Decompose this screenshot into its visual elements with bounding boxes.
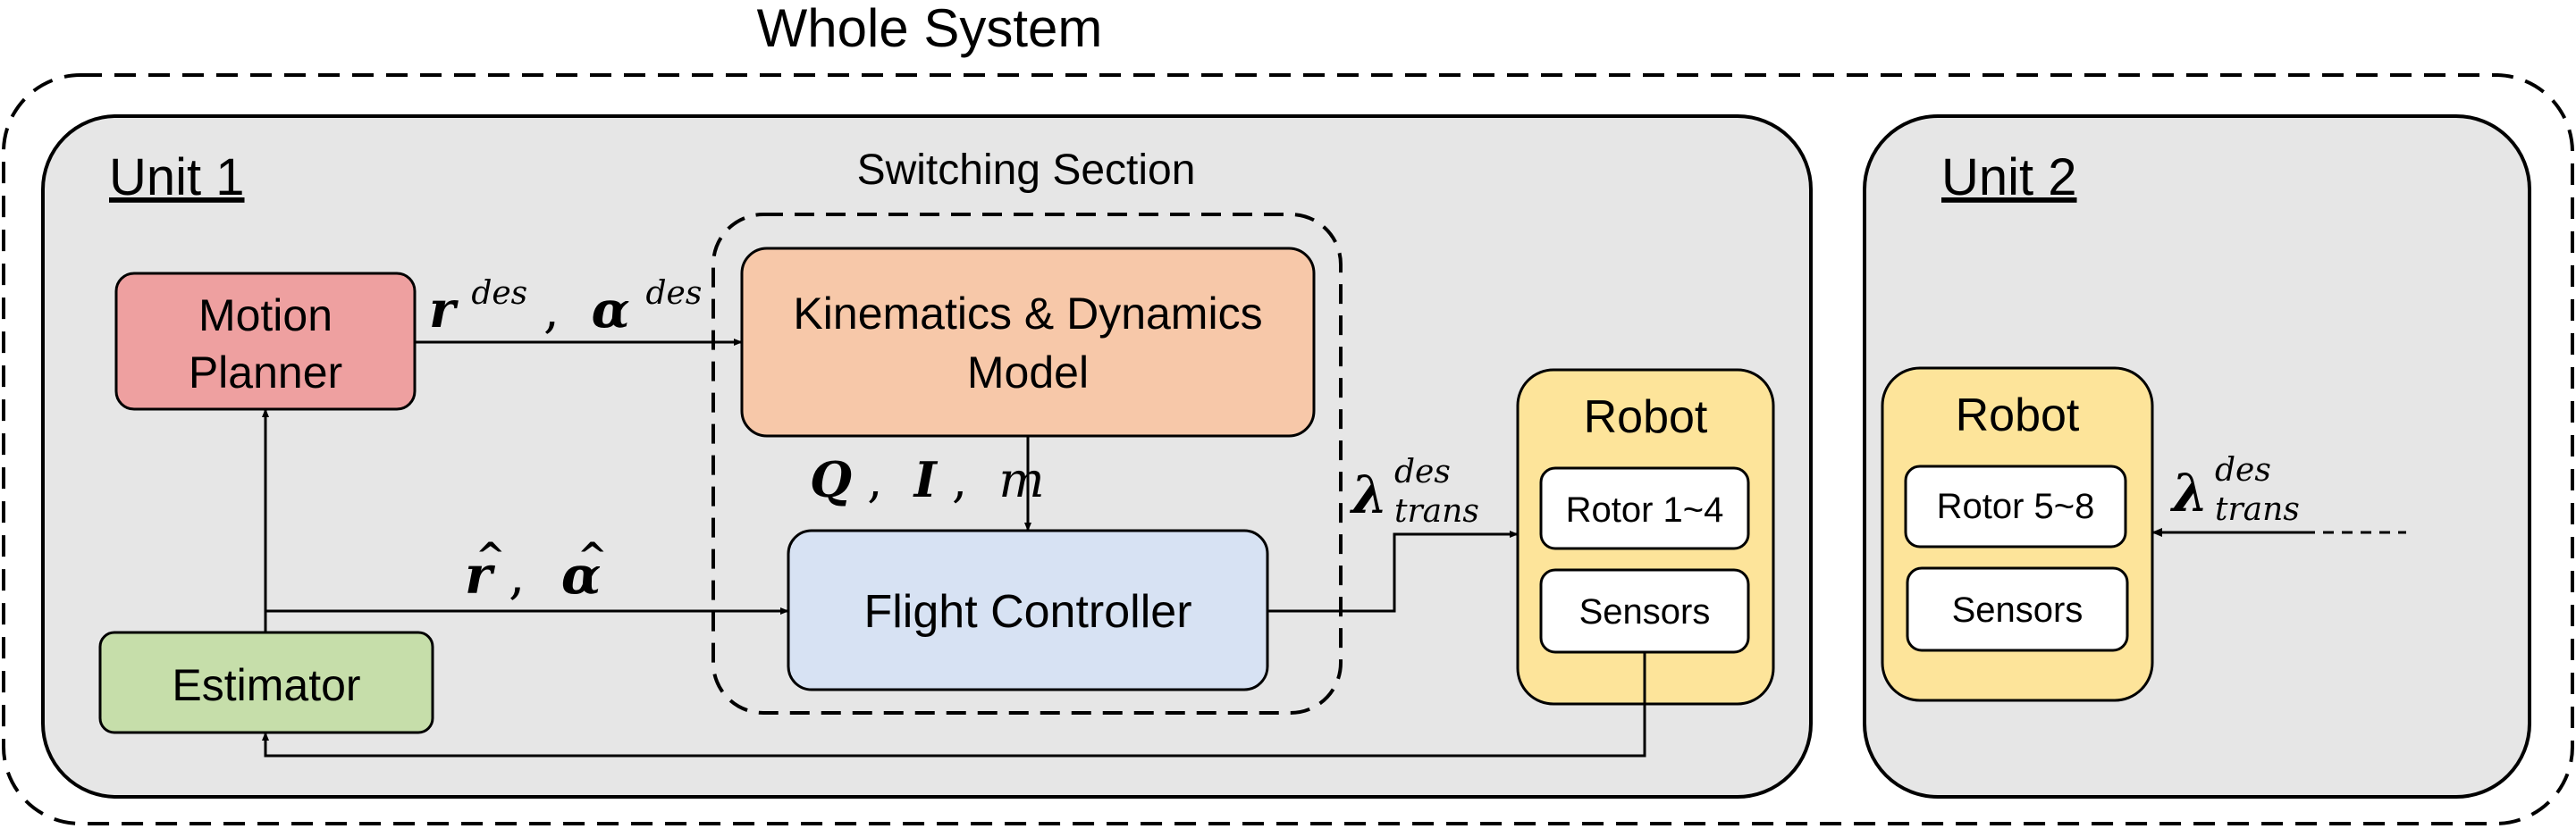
kinematics-dynamics-label-line1: Kinematics & Dynamics xyxy=(793,289,1262,339)
kinematics-dynamics-label-line2: Model xyxy=(967,348,1089,398)
signal-alpha-hat: α xyxy=(561,545,602,606)
motion-planner-label-line1: Motion xyxy=(198,290,333,340)
motion-planner-label-line2: Planner xyxy=(189,348,342,398)
unit1-sensors-label: Sensors xyxy=(1579,592,1711,632)
signal-r-des-sup: des xyxy=(471,275,527,312)
signal-r-des: r xyxy=(429,281,459,339)
unit2-rotor-label: Rotor 5~8 xyxy=(1937,487,2095,526)
signal-lambda-unit1-sub: trans xyxy=(1394,493,1479,530)
arrow-sensors-to-estimator xyxy=(262,652,1646,758)
unit1-title: Unit 1 xyxy=(109,148,245,206)
signal-alpha-des: α xyxy=(592,281,630,339)
unit2-rotor-box xyxy=(1904,465,2127,548)
unit2-title: Unit 2 xyxy=(1941,148,2077,206)
whole-system-boundary xyxy=(2,73,2574,825)
signal-r-hat-accent: ^ xyxy=(476,535,506,577)
unit2-sensors-label: Sensors xyxy=(1952,590,2084,630)
unit2-robot-title: Robot xyxy=(1956,389,2080,441)
signal-I: I xyxy=(913,451,939,508)
unit1-panel xyxy=(41,114,1813,799)
signal-alpha-des-sup: des xyxy=(646,275,703,312)
arrow-controller-to-robot xyxy=(1267,531,1519,613)
signal-lambda-unit2-sub: trans xyxy=(2215,491,2300,528)
whole-system-title: Whole System xyxy=(757,0,1103,58)
unit1-rotor-box xyxy=(1539,466,1750,550)
estimator-label: Estimator xyxy=(172,660,360,710)
signal-model-sep2: , xyxy=(952,452,967,508)
kinematics-dynamics-model-block xyxy=(740,247,1316,438)
signal-lambda-unit2: λ xyxy=(2169,463,2209,523)
signal-estimated-sep: , xyxy=(509,545,525,606)
switching-section-boundary xyxy=(711,213,1343,715)
signal-lambda-unit1-symbol: λ xyxy=(1349,465,1388,525)
signal-model-sep1: , xyxy=(867,452,882,508)
switching-section-title: Switching Section xyxy=(857,147,1196,194)
signal-lambda-unit2-symbol: λ xyxy=(2169,463,2209,523)
signal-m: m xyxy=(998,452,1044,508)
signal-desired-sep: , xyxy=(543,281,560,339)
signal-lambda-unit1: λ xyxy=(1349,465,1388,525)
unit1-robot-title: Robot xyxy=(1584,391,1708,443)
signal-lambda-unit2-sup: des xyxy=(2215,452,2271,489)
signal-estimated-pose: r , α xyxy=(465,545,602,606)
unit2-sensors-box xyxy=(1906,566,2129,652)
signal-model-params: Q , I , m xyxy=(810,451,1045,508)
signal-Q: Q xyxy=(810,451,852,508)
signal-alpha-hat-accent: ^ xyxy=(577,535,608,577)
unit1-rotor-label: Rotor 1~4 xyxy=(1566,490,1724,530)
flight-controller-label: Flight Controller xyxy=(863,586,1191,638)
signal-lambda-unit1-sup: des xyxy=(1394,454,1451,490)
signal-desired-pose: r des , α des xyxy=(429,258,702,339)
signal-r-hat: r xyxy=(465,545,496,606)
